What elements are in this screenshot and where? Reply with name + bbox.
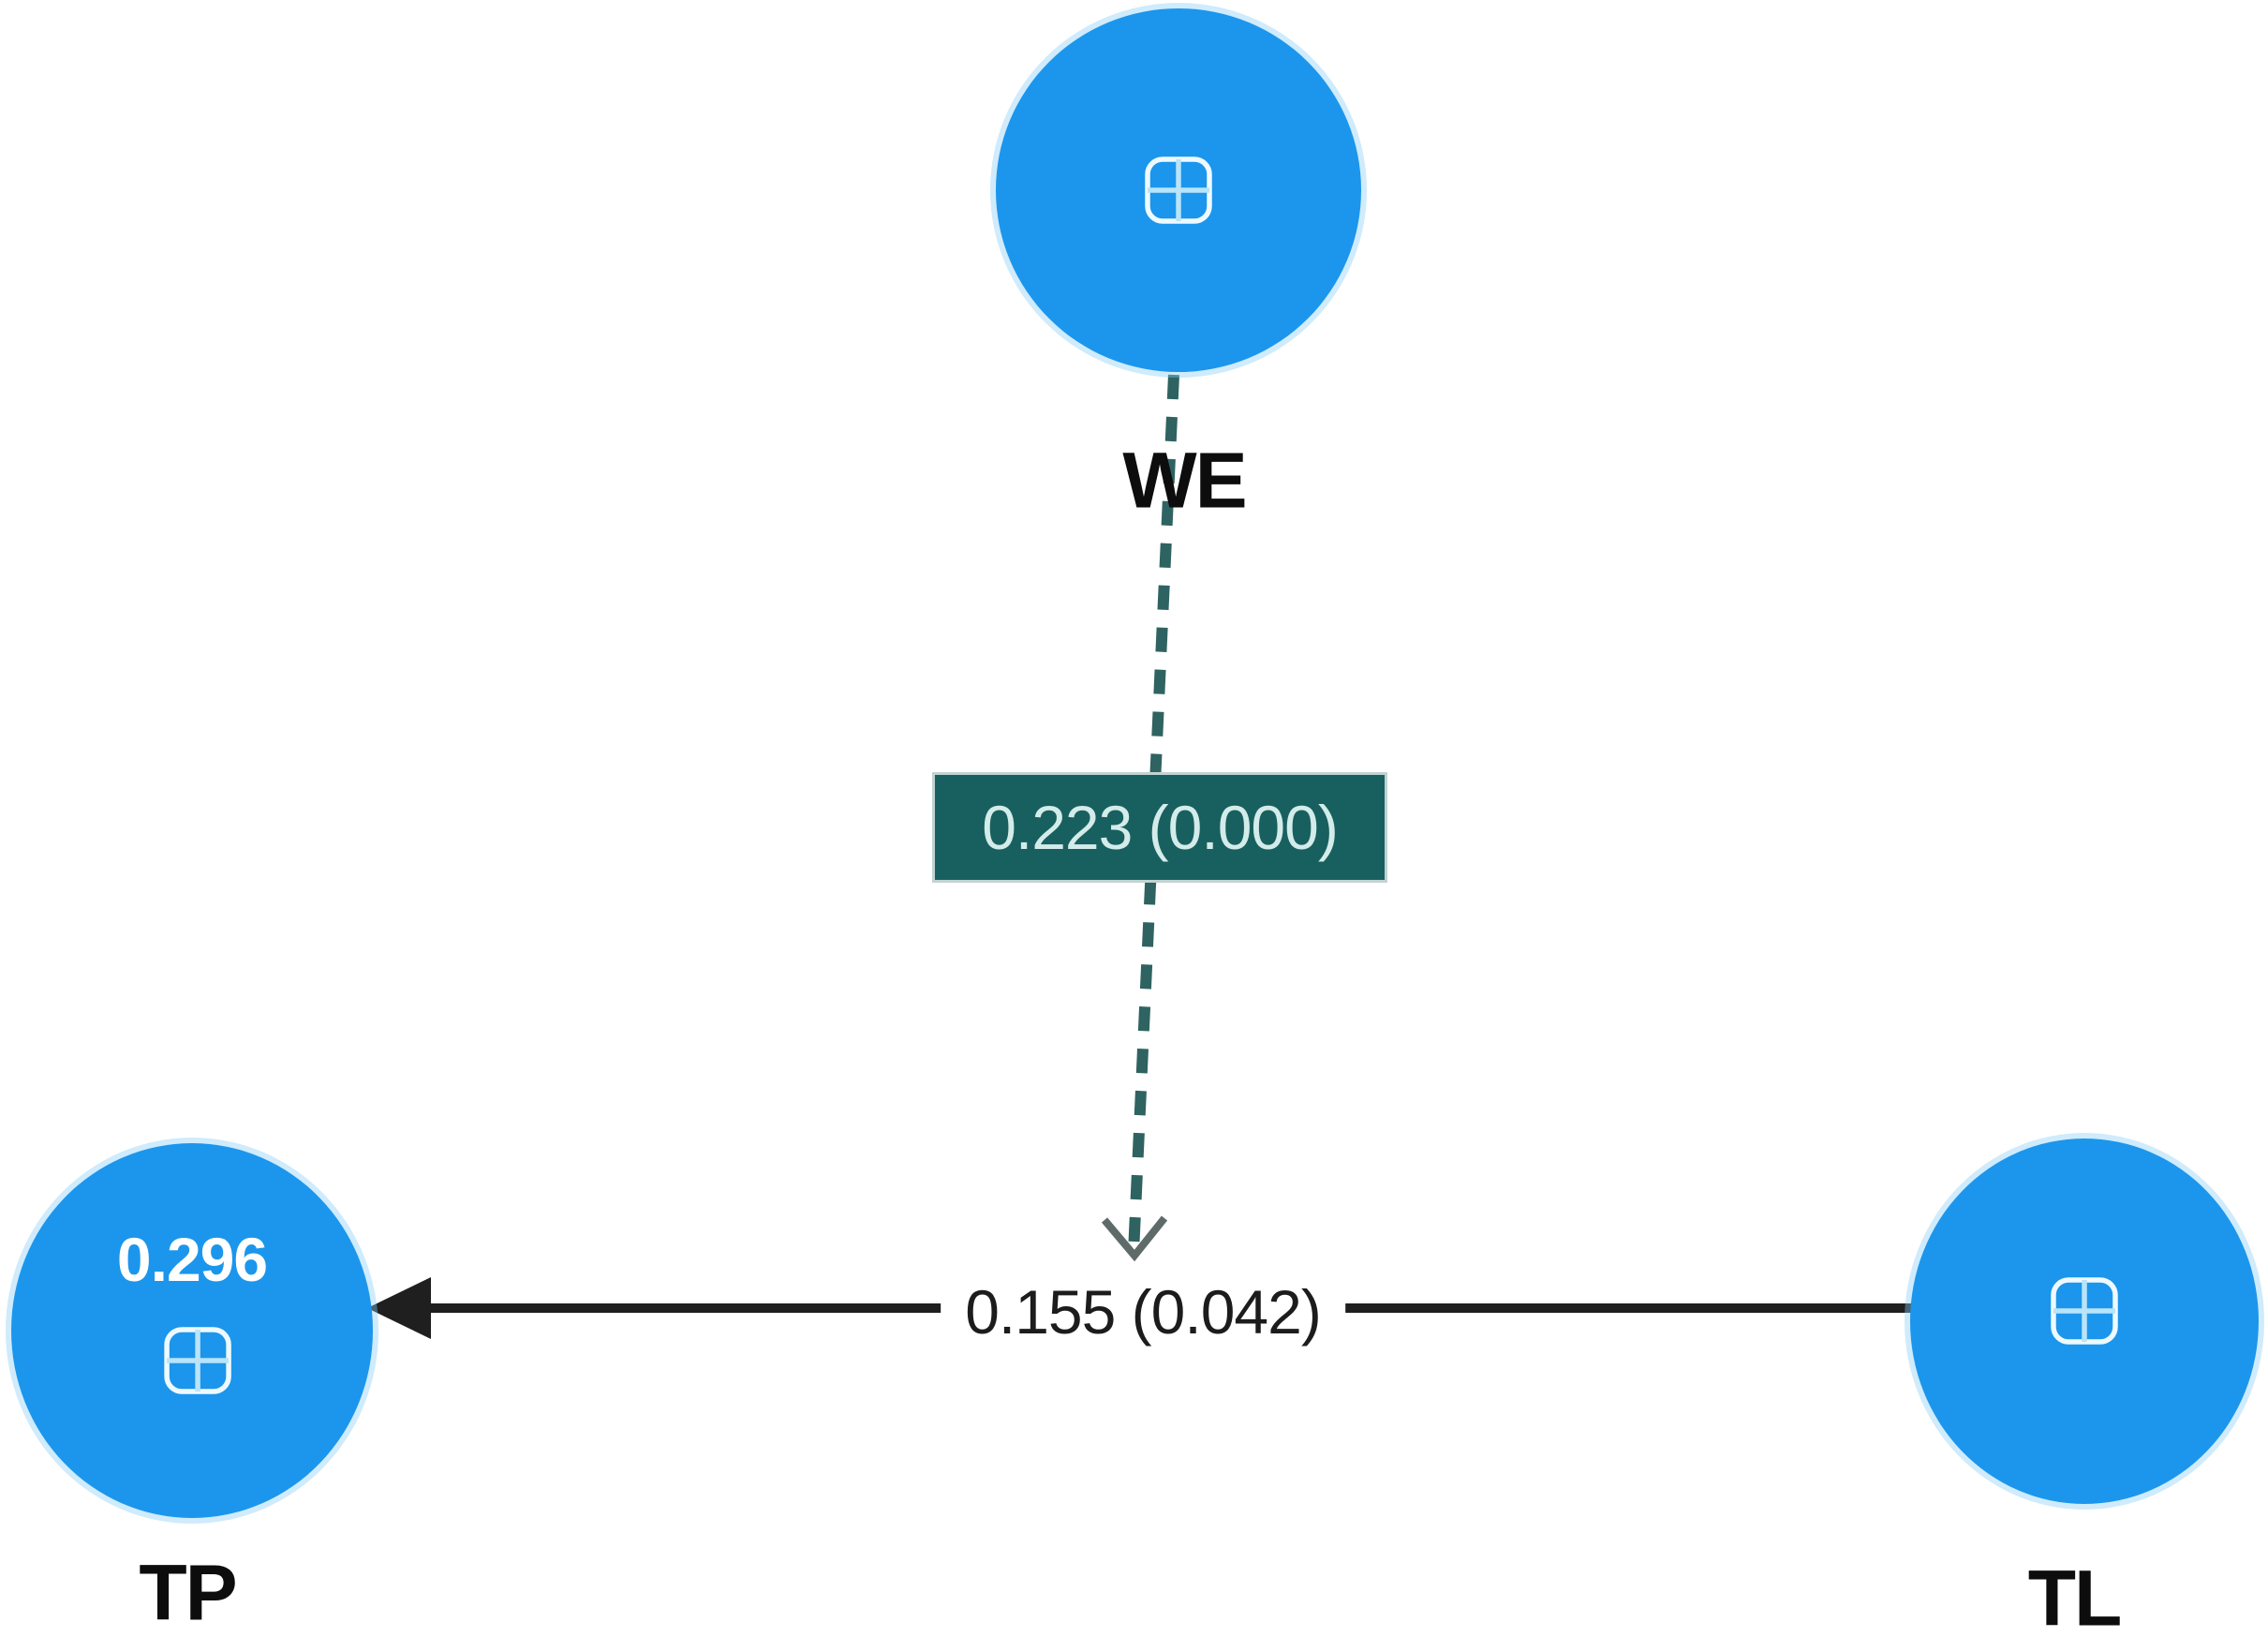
node-we[interactable]: [996, 8, 1361, 372]
expand-icon[interactable]: [162, 1325, 233, 1396]
expand-icon[interactable]: [2049, 1275, 2120, 1347]
node-label-tp: TP: [139, 1548, 237, 1637]
expand-icon-holder: [162, 1325, 233, 1396]
solid-arrowhead-icon: [367, 1277, 431, 1339]
node-tp[interactable]: 0.296: [11, 1143, 373, 1518]
open-arrowhead-icon: [1101, 1215, 1168, 1262]
node-tl[interactable]: [1910, 1139, 2259, 1504]
moderation-coefficient-label[interactable]: 0.223 (0.000): [932, 772, 1387, 883]
expand-icon-cross: [2053, 1280, 2115, 1342]
expand-icon-cross: [1148, 159, 1209, 221]
node-label-we: WE: [1122, 436, 1247, 525]
r-squared-value: 0.296: [116, 1225, 268, 1294]
path-coefficient-label[interactable]: 0.155 (0.042): [941, 1272, 1345, 1351]
expand-icon[interactable]: [1143, 155, 1214, 226]
node-label-tl: TL: [2027, 1554, 2123, 1643]
expand-icon-cross: [167, 1330, 230, 1392]
